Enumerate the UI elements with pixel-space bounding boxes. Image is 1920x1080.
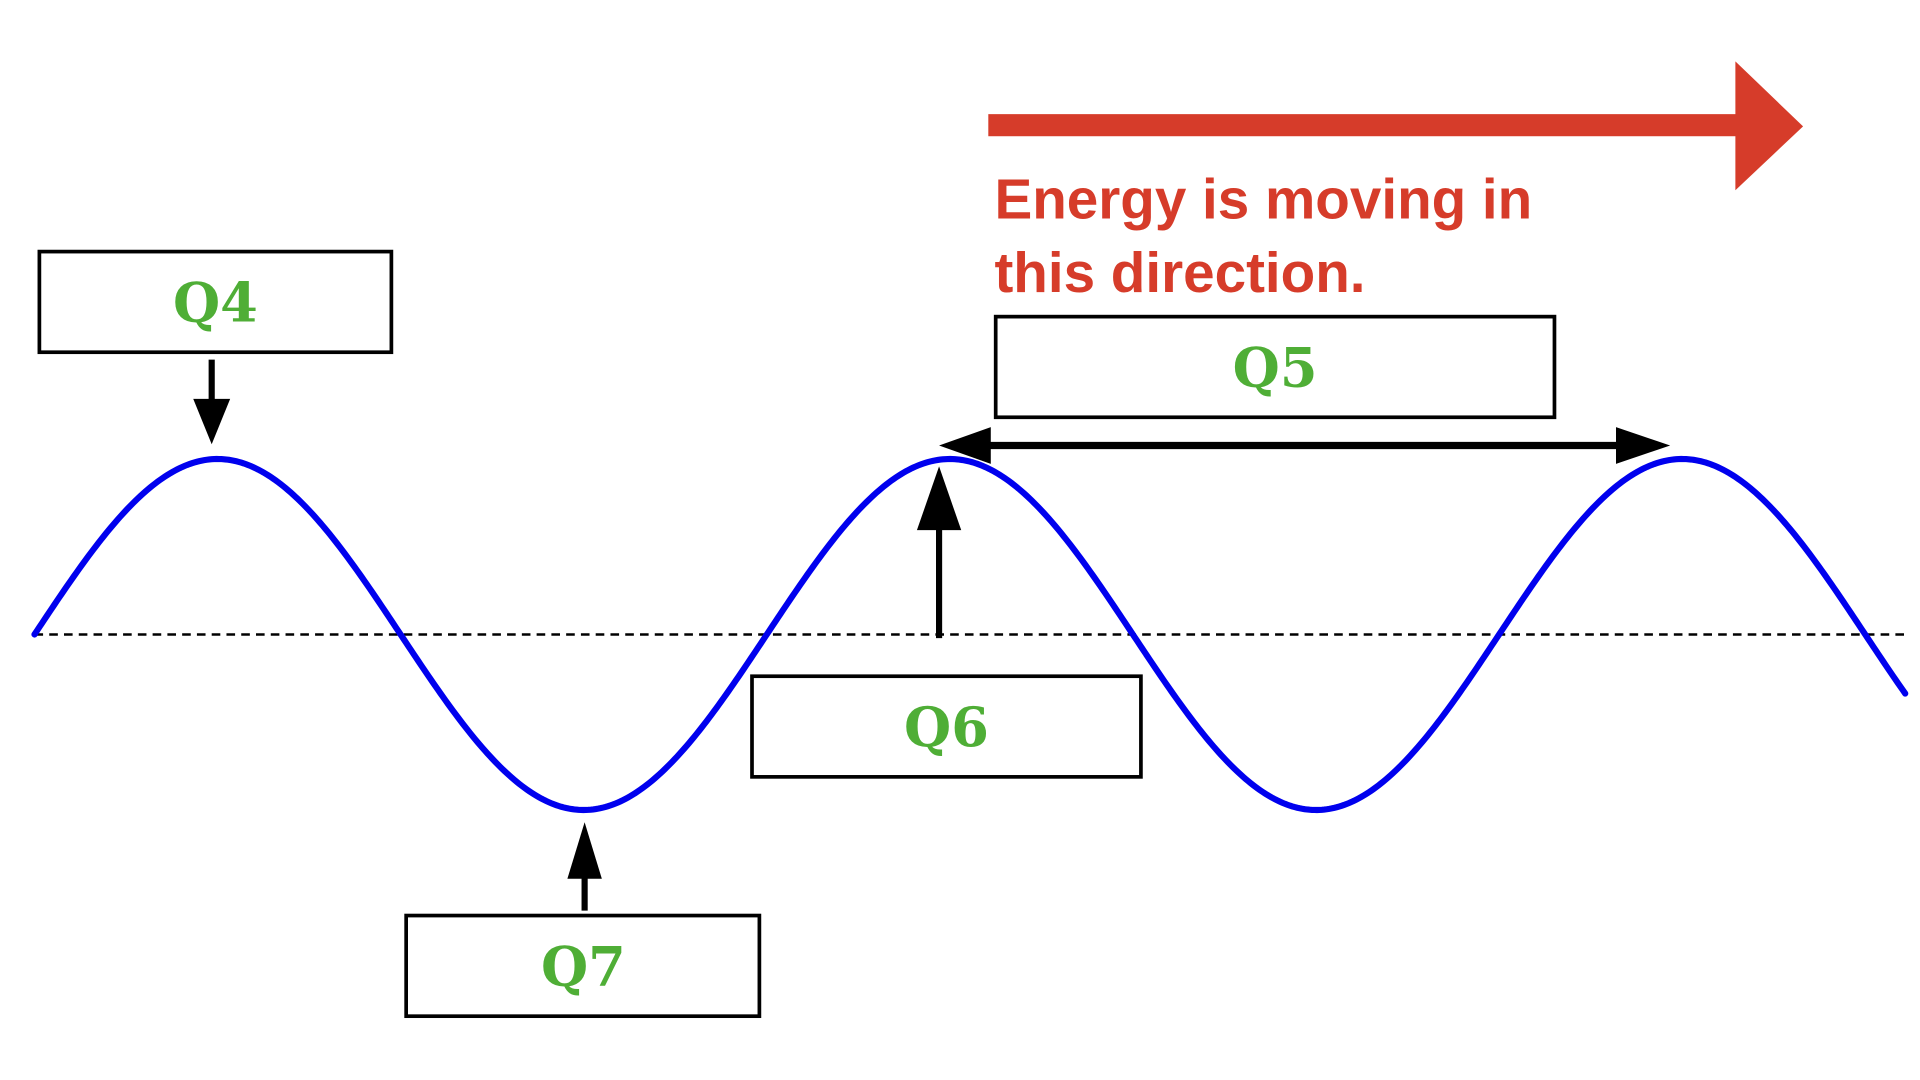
- q5-arrow-head-right: [1616, 427, 1671, 464]
- q5-answer-box[interactable]: [993, 314, 1557, 420]
- q5-label: Q5: [1233, 336, 1318, 400]
- q4-answer-box[interactable]: [37, 249, 394, 355]
- q4-callout: Q4: [37, 249, 394, 445]
- sine-wave: [31, 455, 1909, 814]
- q7-answer-box[interactable]: [404, 913, 762, 1019]
- energy-arrow-head: [1735, 61, 1804, 191]
- energy-direction-arrow: [988, 61, 1804, 191]
- energy-caption-line-1: Energy is moving in: [994, 168, 1532, 231]
- energy-arrow-shaft: [988, 114, 1742, 137]
- q6-callout: Q6: [750, 466, 1143, 779]
- q6-label: Q6: [904, 695, 989, 759]
- q4-label: Q4: [173, 271, 258, 335]
- q4-arrow-head: [193, 398, 231, 445]
- q5-arrow-head-left: [939, 427, 991, 464]
- q5-callout: Q5: [939, 314, 1671, 464]
- q7-arrow-head: [567, 822, 602, 879]
- q7-label: Q7: [541, 935, 626, 999]
- q7-callout: Q7: [404, 822, 762, 1019]
- q6-answer-box[interactable]: [750, 674, 1143, 779]
- q6-arrow-head: [916, 466, 962, 531]
- energy-caption-line-2: this direction.: [994, 241, 1365, 304]
